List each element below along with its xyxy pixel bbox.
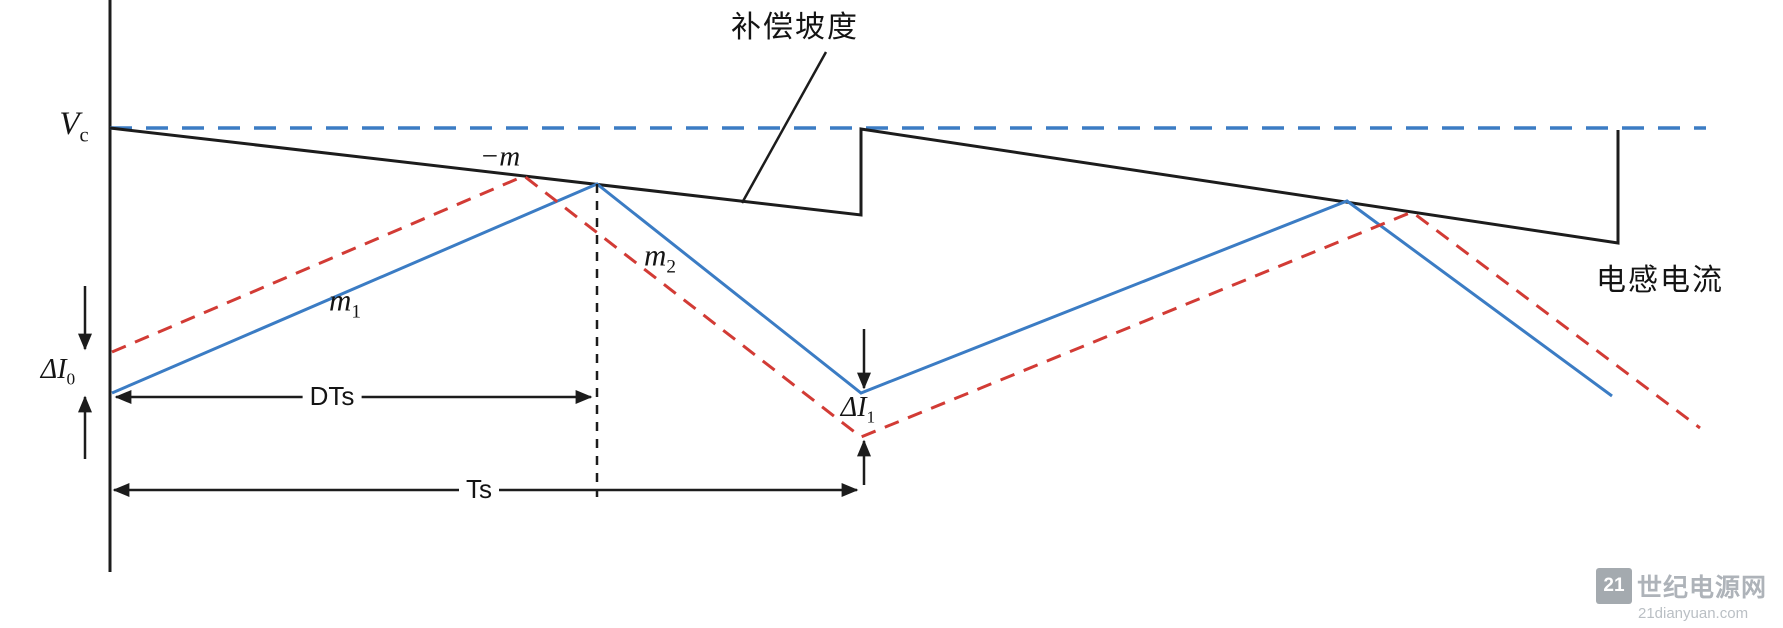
watermark: 21 世纪电源网 21dianyuan.com — [1595, 568, 1767, 622]
m2-label: m2 — [644, 239, 676, 276]
compensation-slope-sawtooth — [109, 126, 1620, 245]
m1-label: m1 — [329, 284, 361, 321]
m1-sub: 1 — [351, 301, 361, 323]
watermark-row: 21 世纪电源网 — [1595, 568, 1767, 604]
compensation-slope-label: 补偿坡度 — [731, 11, 859, 44]
delta-i1-sub: 1 — [866, 407, 876, 427]
minus-m-label: −m — [479, 140, 521, 173]
ts-label: Ts — [459, 475, 499, 503]
watermark-brand: 世纪电源网 — [1636, 574, 1767, 602]
delta-i0-sub: 0 — [66, 369, 76, 389]
delta-i0-label: ΔI0 — [41, 356, 75, 388]
m1-main: m — [329, 282, 352, 318]
delta-i1-main: ΔI — [840, 392, 867, 424]
watermark-logo-icon: 21 — [1595, 568, 1632, 604]
delta-i1-label: ΔI1 — [841, 394, 875, 426]
perturbed-current-waveform-red-dashed — [111, 174, 1701, 439]
vc-label: Vc — [59, 105, 89, 147]
watermark-domain: 21dianyuan.com — [1637, 605, 1749, 622]
m2-main: m — [644, 237, 667, 273]
vc-main: V — [59, 105, 80, 142]
m2-sub: 2 — [666, 256, 676, 278]
inductor-current-label: 电感电流 — [1596, 264, 1724, 297]
comp-slope-leader-line — [740, 51, 828, 204]
vc-sub: c — [79, 124, 89, 147]
dts-label: DTs — [302, 382, 362, 410]
inductor-current-waveform-blue — [111, 182, 1613, 398]
delta-i0-main: ΔI — [40, 354, 67, 386]
